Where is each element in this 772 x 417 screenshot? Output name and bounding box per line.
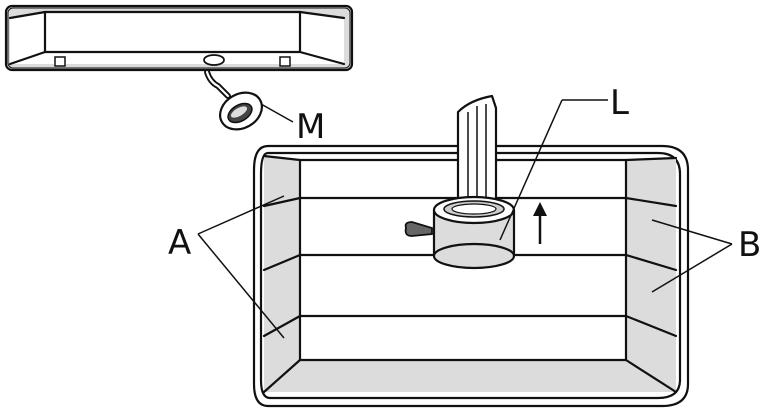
leader-b	[651, 219, 733, 293]
leader-l	[499, 99, 563, 241]
light-fixture-body	[252, 144, 690, 408]
leader-a	[197, 195, 285, 339]
socket-l	[404, 195, 516, 270]
direction-arrow	[533, 202, 547, 244]
label-b: B	[738, 225, 761, 265]
label-m: M	[296, 107, 325, 147]
fixture-side-view	[4, 4, 354, 72]
label-l: L	[610, 83, 629, 123]
m-button-detail	[204, 69, 294, 131]
label-a: A	[168, 223, 191, 263]
